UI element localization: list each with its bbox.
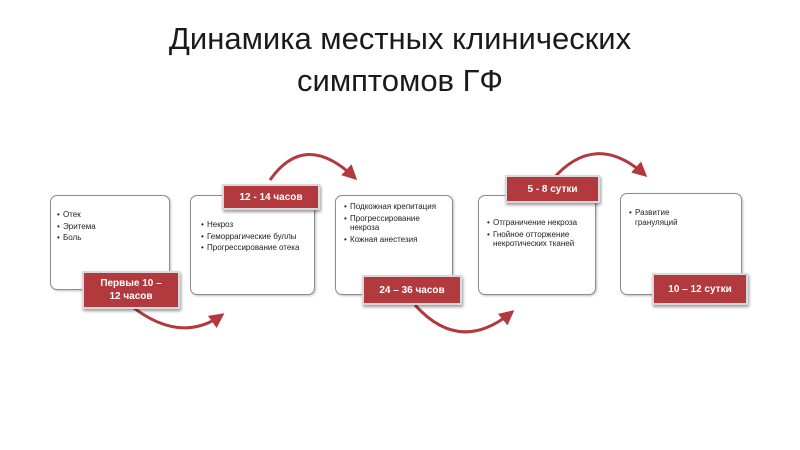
stage-1-item: Отек [57,210,163,220]
page-title: Динамика местных клинических симптомов Г… [0,18,800,102]
stage-3-label: 24 – 36 часов [362,275,462,305]
arrow-2-to-3 [268,153,358,181]
stage-4-item: Отграничение некроза [487,218,589,228]
stage-2-item: Некроз [201,220,308,230]
stage-5-item: Развитие грануляций [629,208,705,227]
stage-1-item: Боль [57,233,163,243]
arrow-3-to-4 [413,303,515,334]
stage-2-item: Прогрессирование отека [201,243,308,253]
stage-3-item: Кожная анестезия [344,235,446,245]
stage-3-item: Подкожная крепитация [344,202,446,212]
stage-5-label: 10 – 12 сутки [652,273,748,305]
stage-1-item: Эритема [57,222,163,232]
stage-1-label: Первые 10 – 12 часов [82,271,180,309]
stage-2-item: Геморрагические буллы [201,232,308,242]
stage-2-label: 12 - 14 часов [222,184,320,210]
title-line-2: симптомов ГФ [297,63,503,98]
stage-2-card: Некроз Геморрагические буллы Прогрессиро… [190,195,315,295]
stage-3-item: Прогрессирование некроза [344,214,446,233]
stage-4-item: Гнойное отторжение некротических тканей [487,230,589,249]
stage-4-label: 5 - 8 сутки [505,175,600,203]
title-line-1: Динамика местных клинических [168,21,632,56]
stage-4-card: Отграничение некроза Гнойное отторжение … [478,195,596,295]
